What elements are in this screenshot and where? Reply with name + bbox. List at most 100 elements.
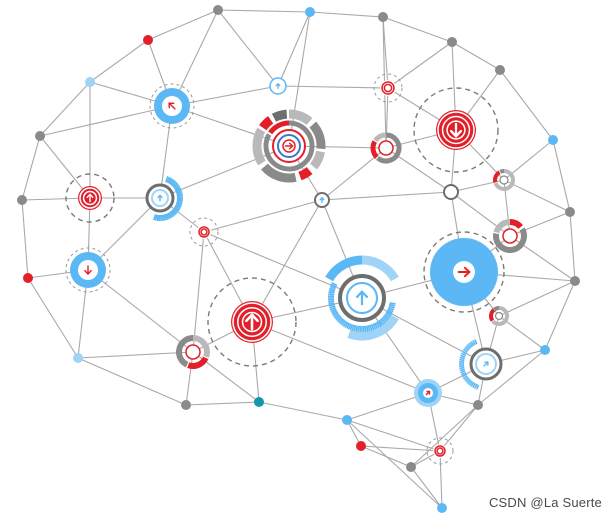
network-edge xyxy=(452,42,500,70)
ring-tick xyxy=(329,292,335,293)
ring-tick xyxy=(459,368,464,369)
network-node-dot xyxy=(85,77,95,87)
ring-segment xyxy=(257,130,262,163)
network-node-dot xyxy=(23,273,33,283)
ring-segment xyxy=(375,135,386,141)
network-node-dot xyxy=(356,441,366,451)
network-edge xyxy=(440,451,442,508)
network-edge xyxy=(22,200,28,278)
node-disc xyxy=(379,141,393,155)
node-layer xyxy=(17,5,580,513)
network-edge xyxy=(383,17,452,42)
network-edge xyxy=(252,200,322,322)
network-edge xyxy=(310,12,383,17)
ring-tick xyxy=(177,200,183,201)
network-node-dot xyxy=(342,415,352,425)
network-node-dot xyxy=(473,400,483,410)
network-node-dot xyxy=(437,503,447,513)
ring-tick xyxy=(328,301,334,302)
ring-segment xyxy=(500,171,504,172)
network-node-dot xyxy=(254,397,264,407)
ring-tick xyxy=(157,215,158,221)
node-disc xyxy=(503,229,517,243)
network-node-dot xyxy=(35,131,45,141)
network-node-dot xyxy=(570,276,580,286)
ring-segment xyxy=(373,142,377,158)
network-edge xyxy=(28,278,78,358)
network-edge xyxy=(22,136,40,200)
network-node-dot xyxy=(378,12,388,22)
network-edge xyxy=(148,10,218,40)
network-edge xyxy=(278,12,310,86)
ring-tick xyxy=(460,355,465,357)
ring-segment xyxy=(314,152,321,167)
network-edge xyxy=(218,10,278,86)
network-node-dot xyxy=(305,7,315,17)
ring-segment xyxy=(300,171,310,177)
ring-tick xyxy=(162,215,163,221)
network-edge xyxy=(186,402,259,405)
network-node-dot xyxy=(406,462,416,472)
ring-segment xyxy=(263,120,271,128)
network-node-dot xyxy=(540,345,550,355)
ring-tick xyxy=(358,326,359,332)
network-edge xyxy=(570,212,575,281)
ring-tick xyxy=(390,303,396,304)
ring-tick xyxy=(460,357,465,358)
network-node-dot xyxy=(548,135,558,145)
network-edge xyxy=(278,86,388,88)
network-node-dot xyxy=(181,400,191,410)
node-disc xyxy=(444,185,458,199)
network-edge xyxy=(386,88,388,148)
network-edge xyxy=(78,352,193,358)
network-edge xyxy=(88,270,193,352)
network-edge xyxy=(204,200,322,232)
ring-tick xyxy=(177,195,183,196)
network-edge xyxy=(218,10,310,12)
network-edge xyxy=(500,70,553,140)
network-edge xyxy=(388,42,452,88)
node-disc xyxy=(186,345,200,359)
ring-tick xyxy=(459,360,464,361)
network-edge xyxy=(40,82,90,136)
node-disc xyxy=(500,176,508,184)
network-node-dot xyxy=(17,195,27,205)
ring-segment xyxy=(289,114,310,121)
network-node-dot xyxy=(495,65,505,75)
network-edge xyxy=(411,467,442,508)
network-edge xyxy=(440,405,478,451)
ring-segment xyxy=(274,114,287,118)
network-edge xyxy=(40,106,172,136)
network-node-dot xyxy=(447,37,457,47)
node-disc xyxy=(496,313,503,320)
network-edge xyxy=(545,281,575,350)
network-edge xyxy=(78,358,186,405)
network-node-dot xyxy=(73,353,83,363)
ring-tick xyxy=(356,326,357,332)
watermark: CSDN @La Suerte xyxy=(489,495,602,510)
ring-segment xyxy=(494,308,499,309)
network-edge xyxy=(193,232,204,352)
ring-segment xyxy=(491,310,494,321)
network-edge xyxy=(172,106,289,146)
network-edge xyxy=(499,281,575,316)
ring-tick xyxy=(328,294,334,295)
ring-tick xyxy=(460,369,465,370)
network-edge xyxy=(347,420,442,508)
ring-segment xyxy=(510,222,521,227)
network-edge xyxy=(411,405,478,467)
network-edge xyxy=(259,402,347,420)
network-node-dot xyxy=(143,35,153,45)
network-edge xyxy=(186,352,193,405)
ring-tick xyxy=(329,303,335,304)
network-edge xyxy=(553,140,570,212)
network-edge xyxy=(90,40,148,82)
ring-tick xyxy=(367,326,368,332)
network-node-dot xyxy=(213,5,223,15)
ring-tick xyxy=(365,326,366,332)
network-edge xyxy=(322,192,451,200)
network-node-dot xyxy=(565,207,575,217)
ring-tick xyxy=(460,371,465,373)
